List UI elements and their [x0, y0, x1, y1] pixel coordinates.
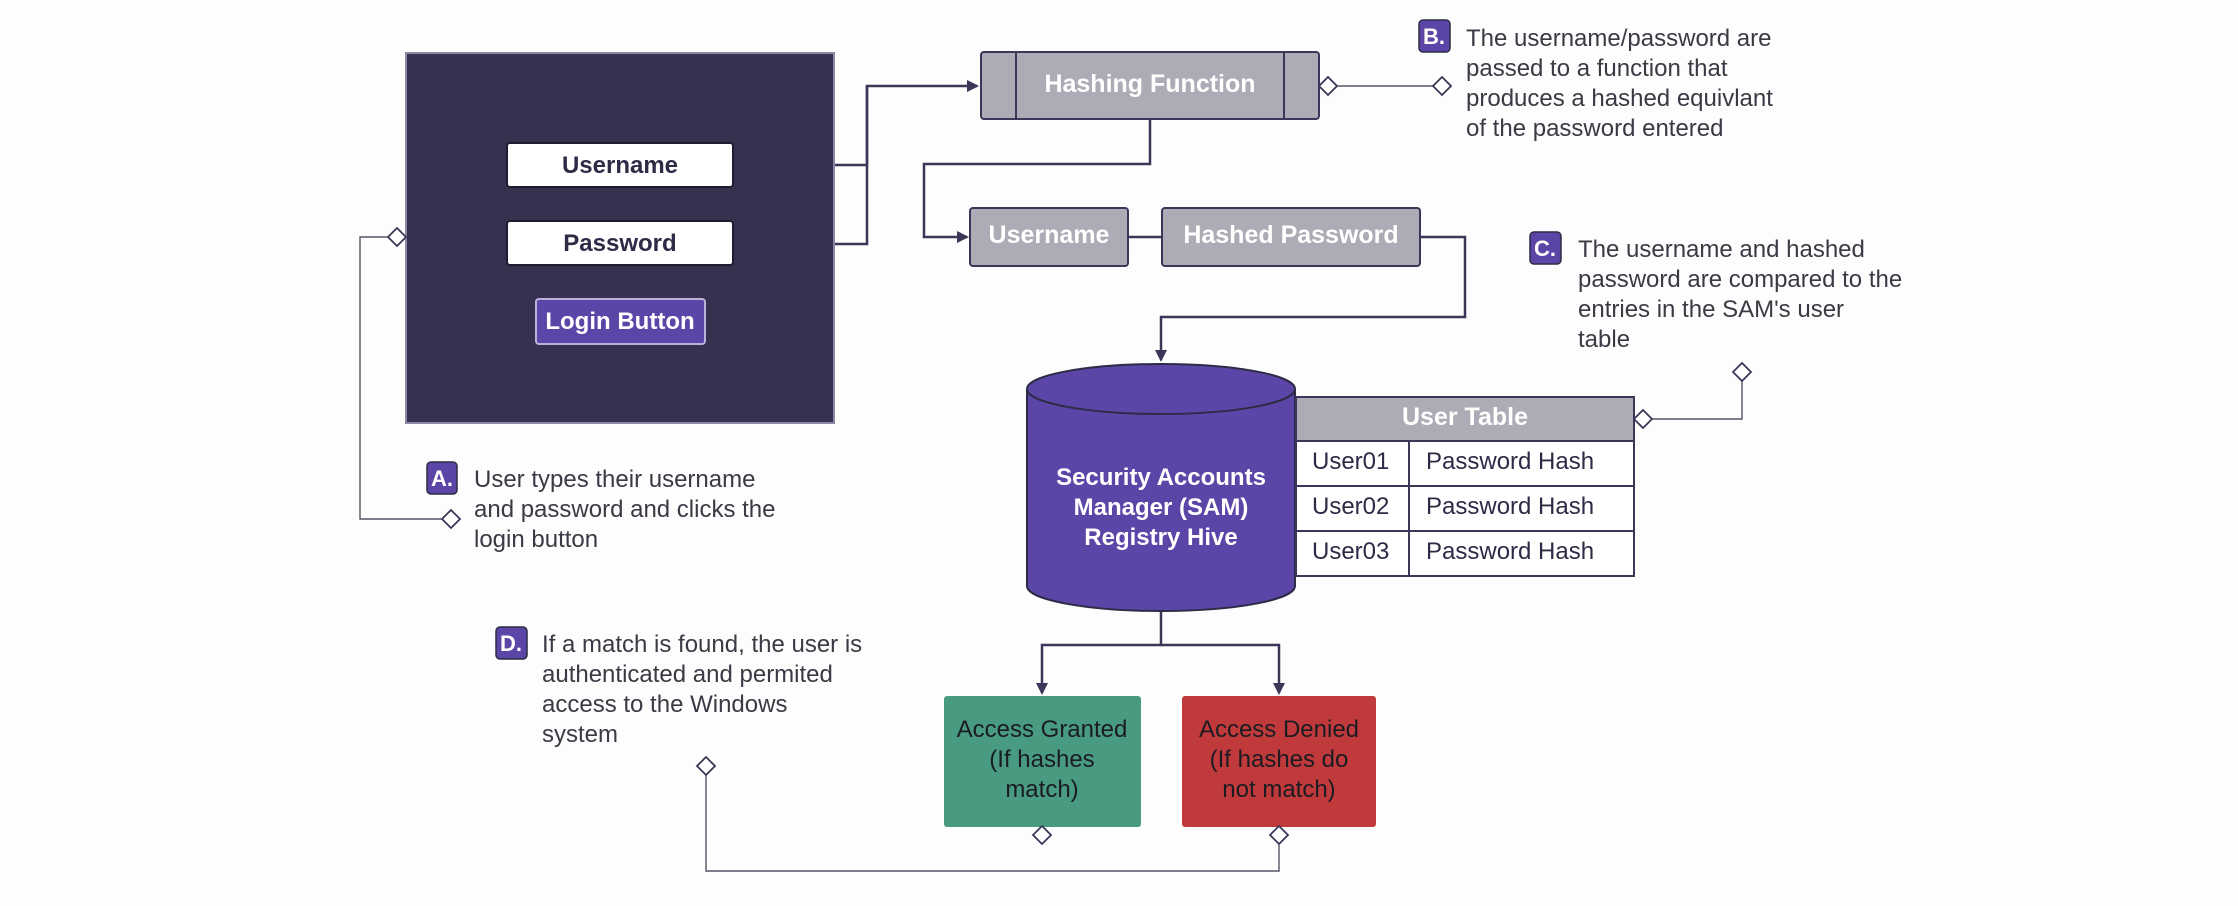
note-a-diamond-text	[440, 508, 462, 530]
username-field-label: Username	[562, 152, 678, 179]
user-table-row-3	[1295, 530, 1635, 577]
user-table-row-2	[1295, 485, 1635, 532]
note-b-line-3: produces a hashed equivlant	[1466, 85, 1773, 112]
access-granted-line-3: match)	[1005, 776, 1078, 803]
note-c-badge	[1529, 231, 1562, 265]
connector-username-to-hash	[834, 80, 979, 167]
sam-label-line-3: Registry Hive	[1084, 524, 1237, 551]
hashed-username-label: Username	[989, 221, 1110, 249]
login-button-label: Login Button	[545, 308, 694, 335]
note-d-badge-label: D.	[500, 631, 522, 656]
note-b-line-1: The username/password are	[1466, 25, 1771, 52]
access-denied-box	[1182, 696, 1376, 827]
sam-cylinder-body	[1026, 389, 1296, 612]
user-table-row-2-user: User02	[1312, 493, 1389, 520]
note-a-line-2: and password and clicks the	[474, 496, 776, 523]
access-granted-line-1: Access Granted	[957, 716, 1128, 743]
access-denied-line-2: (If hashes do	[1210, 746, 1349, 773]
access-denied-line-3: not match)	[1222, 776, 1335, 803]
hashed-username-box	[969, 207, 1129, 267]
connector-password-to-hash	[834, 86, 869, 246]
note-a-badge-label: A.	[431, 466, 453, 491]
note-a-badge	[426, 461, 458, 495]
note-d-line-1: If a match is found, the user is	[542, 631, 862, 658]
note-d-line-4: system	[542, 721, 618, 748]
sam-cylinder-top	[1026, 363, 1296, 415]
connector-sam-to-granted	[1036, 610, 1163, 695]
hashed-password-label: Hashed Password	[1183, 221, 1398, 249]
note-d-line-3: access to the Windows	[542, 691, 787, 718]
note-b-badge-label: B.	[1423, 24, 1445, 49]
note-d-badge	[495, 626, 528, 660]
access-granted-box	[944, 696, 1141, 827]
sam-label-line-1: Security Accounts	[1056, 464, 1266, 491]
note-c-diamond-table	[1632, 408, 1654, 430]
note-c-line-2: password are compared to the	[1578, 266, 1902, 293]
note-c-line-4: table	[1578, 326, 1630, 353]
note-b-line-2: passed to a function that	[1466, 55, 1728, 82]
password-field-label: Password	[563, 230, 676, 257]
username-field[interactable]	[506, 142, 734, 188]
user-table-header	[1295, 396, 1635, 442]
note-d-line-2: authenticated and permited	[542, 661, 833, 688]
user-table-row-2-hash: Password Hash	[1426, 493, 1594, 520]
note-a-line-3: login button	[474, 526, 598, 553]
connector-hashed-to-sam	[1155, 235, 1467, 362]
user-table-row-3-user: User03	[1312, 538, 1389, 565]
sam-label-line-2: Manager (SAM)	[1074, 494, 1249, 521]
note-c-connector	[1643, 372, 1743, 420]
user-table-row-3-hash: Password Hash	[1426, 538, 1594, 565]
note-c-diamond-text	[1731, 361, 1753, 383]
note-c-line-3: entries in the SAM's user	[1578, 296, 1844, 323]
note-a-diamond-panel	[386, 226, 408, 248]
note-d-connector	[705, 766, 1280, 872]
note-d-diamond-denied	[1268, 824, 1290, 846]
user-table-row-1	[1295, 440, 1635, 487]
access-denied-line-1: Access Denied	[1199, 716, 1359, 743]
hashing-function-title: Hashing Function	[1044, 70, 1255, 98]
user-table-row-1-user: User01	[1312, 448, 1389, 475]
access-granted-line-2: (If hashes	[989, 746, 1094, 773]
note-c-badge-label: C.	[1534, 236, 1556, 261]
connector-sam-to-denied	[1161, 643, 1285, 695]
note-a-line-1: User types their username	[474, 466, 755, 493]
note-c-line-1: The username and hashed	[1578, 236, 1865, 263]
note-a-connector	[359, 236, 451, 520]
note-b-line-4: of the password entered	[1466, 115, 1724, 142]
user-table-row-1-hash: Password Hash	[1426, 448, 1594, 475]
hashed-password-box	[1161, 207, 1421, 267]
connector-hash-to-username	[922, 120, 1152, 243]
note-b-badge	[1418, 19, 1451, 53]
note-b-diamond-text	[1431, 75, 1453, 97]
password-field[interactable]	[506, 220, 734, 266]
user-table-title: User Table	[1402, 403, 1528, 431]
note-b-diamond-hash	[1317, 75, 1339, 97]
note-d-diamond-text	[695, 755, 717, 777]
login-button[interactable]	[535, 298, 706, 345]
note-d-diamond-granted	[1031, 824, 1053, 846]
